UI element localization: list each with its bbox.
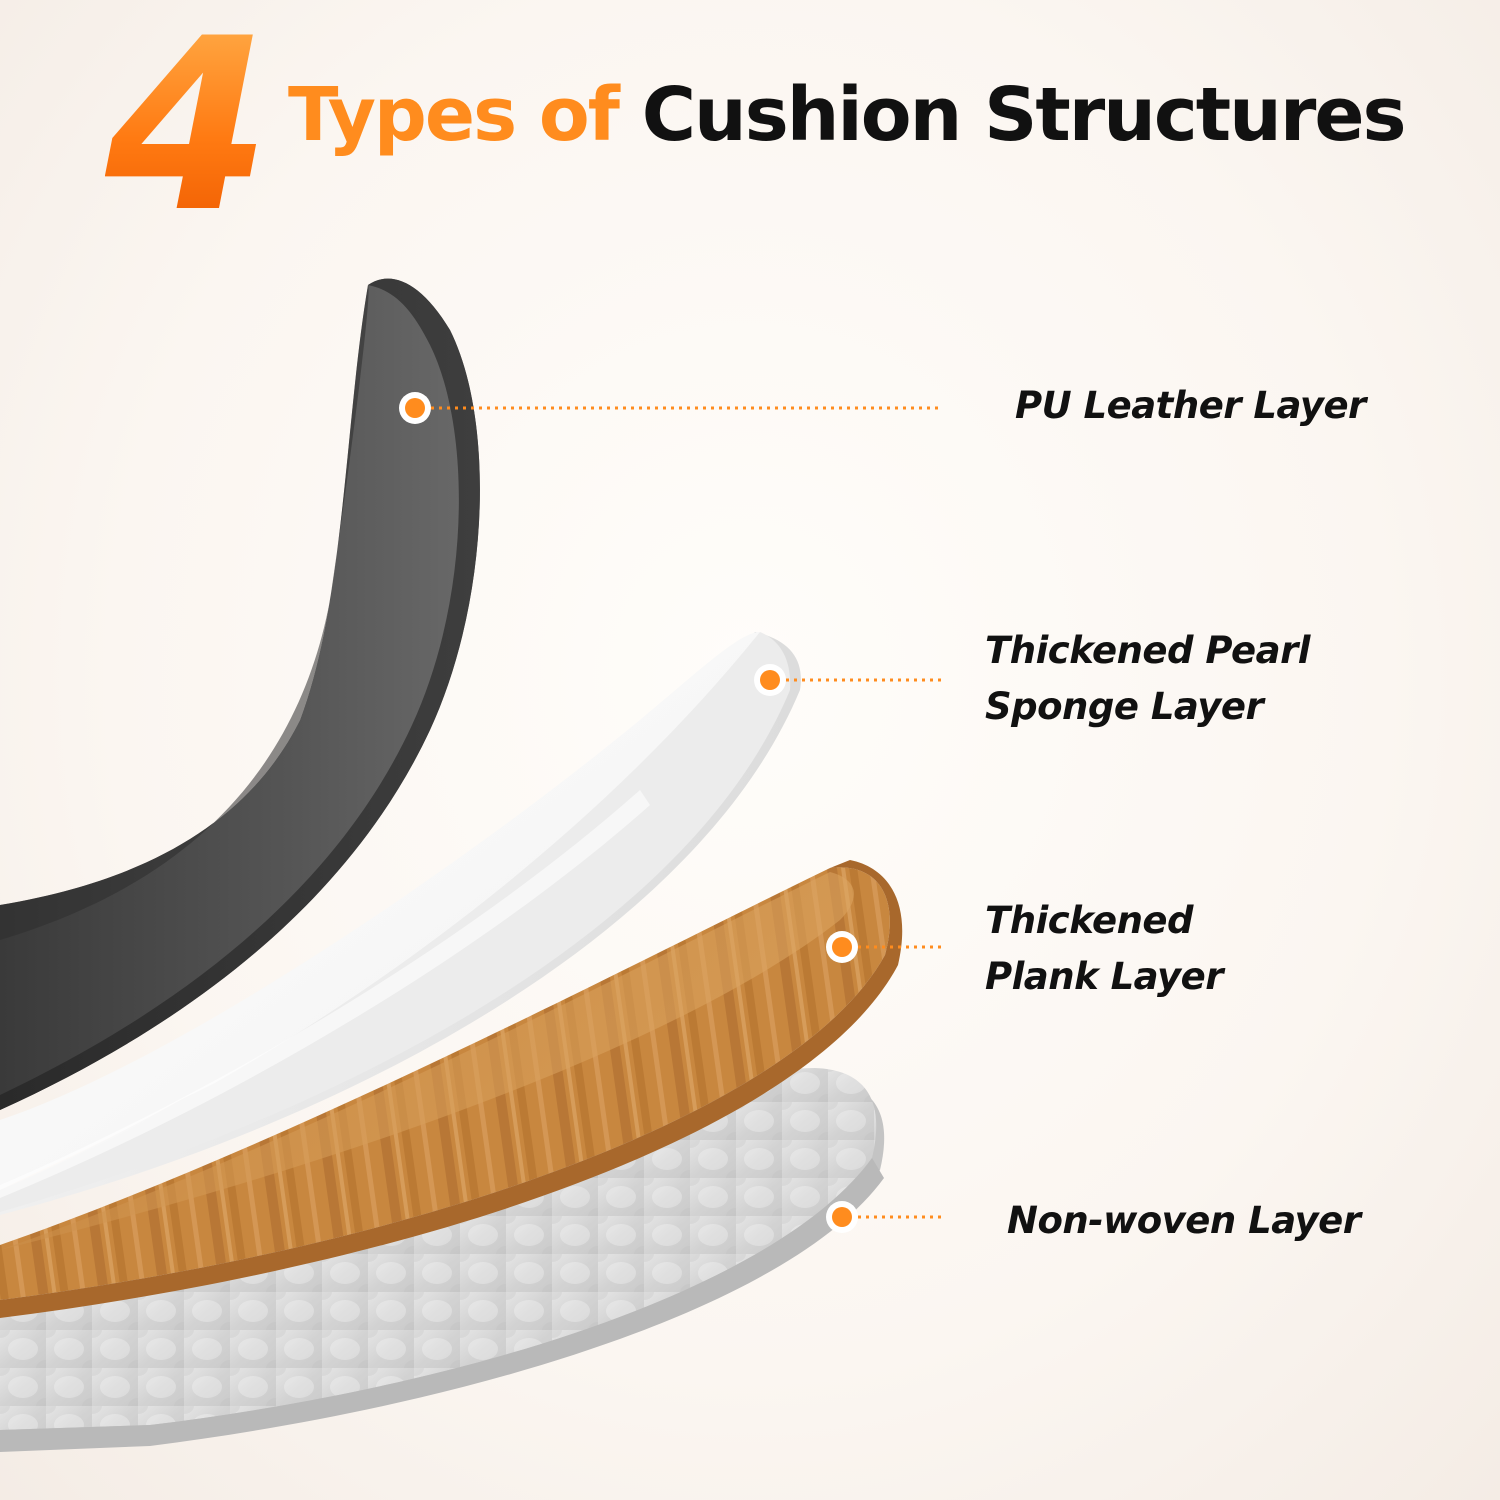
page-title: Types of Cushion Structures: [288, 78, 1407, 152]
label-line: Sponge Layer: [985, 685, 1264, 728]
leader-line-pearl-sponge: [754, 664, 942, 696]
label-plank: Thickened Plank Layer: [985, 893, 1223, 1005]
leader-line-pu-leather: [399, 392, 942, 424]
label-line: Non-woven Layer: [1007, 1199, 1361, 1242]
pearl-sponge-layer-shape: [0, 632, 801, 1215]
title-highlight: Types of: [288, 72, 620, 158]
label-line: Thickened Pearl: [985, 629, 1311, 672]
non-woven-layer-shape: [0, 1068, 885, 1452]
pu-leather-layer-shape: [0, 278, 480, 1110]
label-non-woven: Non-woven Layer: [1007, 1193, 1361, 1249]
label-pearl-sponge: Thickened Pearl Sponge Layer: [985, 623, 1311, 735]
title-number: 4: [105, 0, 271, 265]
label-line: Plank Layer: [985, 955, 1223, 998]
label-line: PU Leather Layer: [1015, 384, 1366, 427]
label-line: Thickened: [985, 899, 1193, 942]
leader-line-plank: [826, 931, 942, 963]
label-pu-leather: PU Leather Layer: [1015, 378, 1366, 434]
plank-layer-shape: [0, 860, 903, 1318]
title-main: Cushion Structures: [641, 72, 1407, 158]
leader-line-non-woven: [826, 1201, 942, 1233]
